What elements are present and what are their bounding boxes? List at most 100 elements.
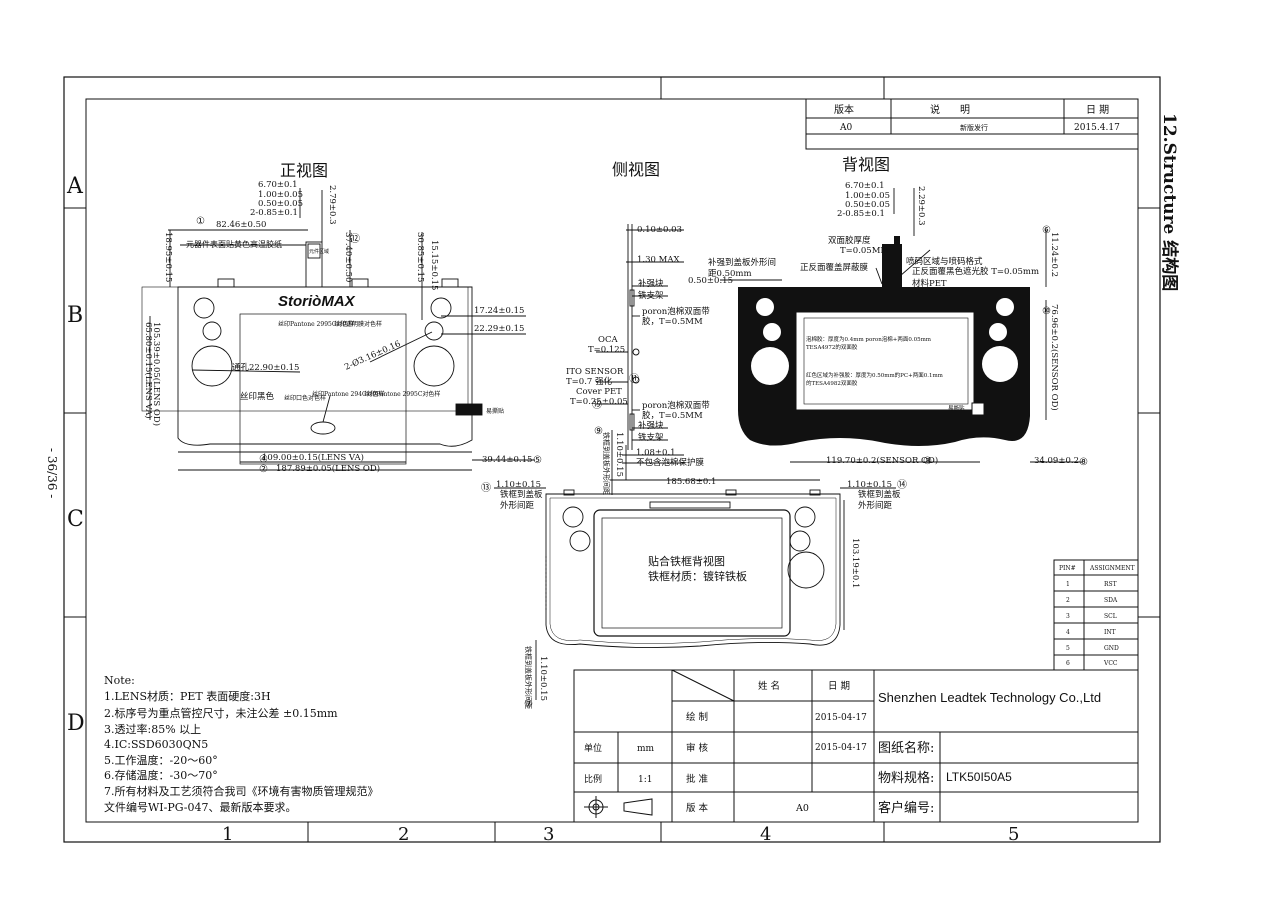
front-dim: 1.00±0.05 — [258, 190, 303, 200]
tb-spec-value: LTK50I50A5 — [946, 770, 1012, 784]
front-dim: 18.95±0.15 — [163, 232, 173, 282]
button-circle — [430, 297, 452, 319]
side-label: poron泡棉双面带 — [642, 400, 710, 411]
tb-draw-date: 2015-04-17 — [815, 713, 867, 723]
front-note: 元器件表面贴黄色高温胶纸 — [186, 239, 282, 249]
circle-callouts: ① ② ③ ④ ⑤ ⑥ ⑦ ⑧ ⑨ ⑩ ⑪ ⑫ ⑬ ⑭ ⑮ — [196, 216, 1088, 710]
back-dim: 119.70±0.2(SENSOR OD) — [826, 455, 938, 466]
side-label: 0.10±0.03 — [637, 225, 682, 235]
note-line: 4.IC:SSD6030QN5 — [104, 738, 208, 751]
front-dim: 105.39±0.05(LENS OD) — [151, 322, 162, 426]
note-line: 7.所有材料及工艺须符合我司《环境有害物质管理规范》 — [104, 784, 379, 798]
front-note: 丝印Pantone 2995C对色样 — [364, 390, 440, 398]
back-dim: 2.29±0.3 — [916, 186, 926, 226]
dpad-circle — [191, 345, 233, 387]
callout: ⑤ — [533, 455, 542, 466]
back-label: 正反面覆黑色遮光胶 T=0.05mm — [912, 266, 1039, 277]
row-label-d: D — [67, 711, 85, 736]
side-label: 铁支架 — [638, 290, 664, 301]
side-label: Cover PET — [576, 387, 622, 397]
rev-version: A0 — [839, 123, 852, 133]
frame-gap-label: 外形间距 — [858, 500, 893, 511]
front-note: 丝印Pantone 2995C对色样 — [278, 320, 354, 328]
easy-tear-tab — [455, 403, 483, 416]
side-label: 1.10±0.15 — [614, 432, 624, 477]
front-note: 元件区域 — [309, 248, 329, 255]
tb-approve: 批 准 — [686, 773, 709, 785]
note-line: 5.工作温度：-20～60° — [104, 753, 218, 767]
lens-outline — [177, 286, 473, 447]
front-dim: 39.44±0.15 — [482, 455, 532, 465]
back-label: 泡棉胶：厚度为0.4mm poron泡棉+两面0.05mm — [806, 335, 932, 343]
back-label: 材料PET — [912, 278, 947, 289]
back-label: T=0.05MM — [840, 246, 889, 256]
side-label: 铁框到盖板外形间距 — [602, 432, 611, 495]
pin-hdr: ASSIGNMENT — [1089, 565, 1135, 572]
back-label: 0.50±0.15 — [688, 276, 733, 286]
callout: ② — [259, 464, 268, 475]
page-number: - 36/36 - — [45, 448, 59, 498]
note-line: 6.存储温度：-30～70° — [104, 768, 218, 782]
side-label: ITO SENSOR — [566, 367, 624, 377]
callout: ⑥ — [1042, 225, 1051, 236]
frame-view-labels: 贴合铁框背视图 铁框材质：镀锌铁板 185.68±0.1 103.19±0.1 … — [496, 477, 901, 709]
rev-hdr-desc: 说 明 — [930, 103, 970, 116]
col-label-5: 5 — [1008, 824, 1019, 845]
side-view-title: 侧视图 — [612, 160, 660, 179]
side-label: 补强块 — [638, 278, 664, 289]
frame-view — [494, 479, 896, 700]
front-dim: 15.15±0.15 — [429, 240, 439, 290]
back-dim: 6.70±0.1 — [845, 181, 885, 191]
tb-scale-label: 比例 — [584, 773, 602, 785]
front-dim: 82.46±0.50 — [216, 220, 266, 230]
side-label: 1.08±0.1 — [636, 448, 676, 458]
home-button-ellipse — [310, 421, 336, 435]
tb-unit-label: 单位 — [584, 742, 602, 754]
back-dim: 11.24±0.2 — [1049, 232, 1059, 277]
title-block-labels: 姓 名 日 期 绘 制 2015-04-17 审 核 2015-04-17 批 … — [584, 680, 1101, 816]
front-dim: 37.40±0.50 — [343, 232, 353, 282]
front-view-title: 正视图 — [280, 161, 328, 180]
front-dim: 30.85±0.15 — [415, 232, 425, 282]
back-view — [720, 188, 1082, 463]
back-label: 正反面覆盖屏蔽膜 — [800, 262, 869, 273]
rev-date: 2015.4.17 — [1074, 123, 1120, 133]
side-label: 不包含泡棉保护膜 — [636, 457, 705, 468]
lens-va-box — [239, 313, 407, 465]
front-dim: 109.00±0.15(LENS VA) — [262, 452, 364, 463]
side-label: T=0.7 强化 — [566, 376, 613, 387]
pin-num: 2 — [1066, 597, 1070, 604]
col-label-4: 4 — [760, 824, 771, 845]
pin-assign: GND — [1104, 645, 1119, 652]
tb-draw: 绘 制 — [686, 711, 708, 723]
title-block — [573, 669, 1139, 823]
back-label: 距0.50mm — [708, 269, 752, 279]
tb-spec-label: 物料规格: — [878, 770, 934, 786]
col-label-2: 2 — [398, 824, 409, 845]
back-dim: 1.00±0.05 — [845, 191, 890, 201]
callout: ⑧ — [1079, 457, 1088, 468]
pin-assign: RST — [1104, 581, 1117, 588]
back-dim: 2-0.85±0.1 — [837, 209, 885, 219]
back-view-labels: 6.70±0.1 1.00±0.05 0.50±0.05 2-0.85±0.1 … — [688, 181, 1079, 466]
back-label: 喷码区域与喷码格式 — [906, 256, 983, 267]
grid-ticks — [64, 77, 1160, 842]
button-circle — [424, 321, 444, 341]
front-dim: 65.80±0.15(LENS VA) — [143, 322, 154, 419]
front-note: 丝印Pantone 294C对色样 — [312, 390, 385, 398]
tb-check-date: 2015-04-17 — [815, 743, 867, 753]
pin-num: 6 — [1066, 660, 1070, 667]
callout: ⑦ — [524, 699, 533, 710]
pin-num: 3 — [1066, 613, 1070, 620]
side-label: 胶，T=0.5MM — [642, 316, 703, 327]
front-dim: 2.79±0.3 — [327, 185, 337, 225]
rev-hdr-date: 日 期 — [1086, 104, 1109, 116]
pin-hdr: PIN# — [1059, 565, 1076, 572]
frame-gap-label: 铁框到盖板 — [858, 489, 901, 500]
side-label: 铁支架 — [638, 432, 664, 443]
pin-assign: SCL — [1104, 613, 1117, 620]
callout: ⑩ — [1042, 306, 1051, 317]
frame-title: 贴合铁框背视图 — [648, 554, 725, 568]
front-dim: 0.50±0.05 — [258, 199, 303, 209]
rev-hdr-version: 版本 — [834, 103, 854, 116]
